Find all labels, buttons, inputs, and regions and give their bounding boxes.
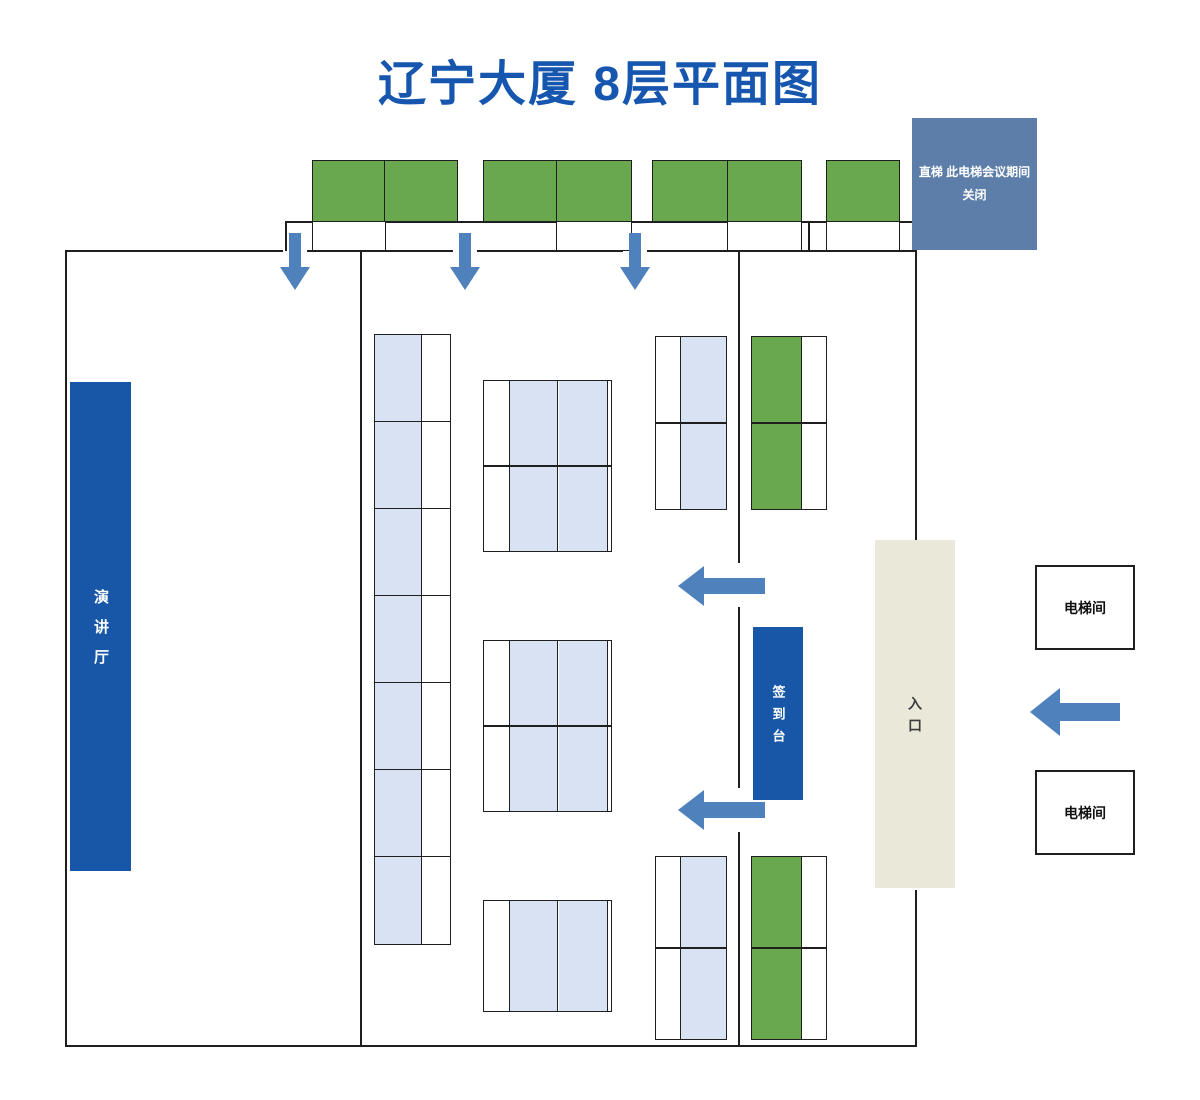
door-box <box>312 221 386 251</box>
sign-in-desk: 签到台 <box>753 627 803 800</box>
wall-top-segment <box>477 250 623 252</box>
top-green-table-cell <box>312 160 385 222</box>
wall-interior-right-segment <box>738 250 740 563</box>
wall-interior-left <box>360 250 362 1045</box>
wall-bottom <box>65 1045 917 1047</box>
entrance-area: 入口 <box>875 540 955 888</box>
top-green-table-cell <box>826 160 900 222</box>
wall-top-segment <box>647 250 917 252</box>
elevator-room-bottom-label: 电梯间 <box>1064 804 1106 821</box>
top-green-table-cell <box>556 160 632 222</box>
page-title: 辽宁大厦 8层平面图 <box>377 58 823 111</box>
wall-interior-right-segment <box>738 607 740 788</box>
left-arrow-icon <box>678 566 765 606</box>
center-table <box>483 380 612 552</box>
side-table-blue <box>655 856 727 1040</box>
elevator-room-top: 电梯间 <box>1035 565 1135 650</box>
top-green-table-cell <box>483 160 557 222</box>
wall-left <box>65 250 67 1047</box>
center-table <box>483 900 612 1012</box>
side-table-green <box>751 856 827 1040</box>
sign-in-desk-label: 签到台 <box>770 685 786 751</box>
door-box <box>826 221 900 251</box>
closed-elevator-text-line2: 关闭 <box>962 188 987 202</box>
elevator-room-bottom: 电梯间 <box>1035 770 1135 855</box>
closed-elevator-text-line1: 直梯 此电梯会议期间 <box>918 165 1031 180</box>
long-seating-table <box>374 334 451 945</box>
door-box <box>727 221 802 251</box>
side-table-green <box>751 336 827 510</box>
elevator-room-top-label: 电梯间 <box>1064 599 1106 616</box>
wall-top-segment <box>307 250 453 252</box>
wall-right-upper <box>915 250 917 540</box>
corridor-wall-end <box>285 221 287 251</box>
left-arrow-icon <box>678 790 765 830</box>
center-table <box>483 640 612 812</box>
entrance-arrow-icon <box>1030 688 1120 736</box>
closed-elevator-box: 直梯 此电梯会议期间 关闭 <box>912 118 1037 250</box>
top-green-table-cell <box>652 160 728 222</box>
lecture-hall-label: 演讲厅 <box>92 589 109 679</box>
corridor-wall-tick <box>808 221 810 251</box>
down-arrow-icon <box>450 233 480 290</box>
wall-top-segment <box>65 250 283 252</box>
wall-right-lower <box>915 890 917 1047</box>
wall-interior-right-segment <box>738 832 740 1045</box>
top-green-table-cell <box>384 160 458 222</box>
entrance-label: 入口 <box>907 696 923 740</box>
down-arrow-icon <box>620 233 650 290</box>
top-green-table-cell <box>727 160 802 222</box>
lecture-hall: 演讲厅 <box>70 382 131 871</box>
side-table-blue <box>655 336 727 510</box>
down-arrow-icon <box>280 233 310 290</box>
